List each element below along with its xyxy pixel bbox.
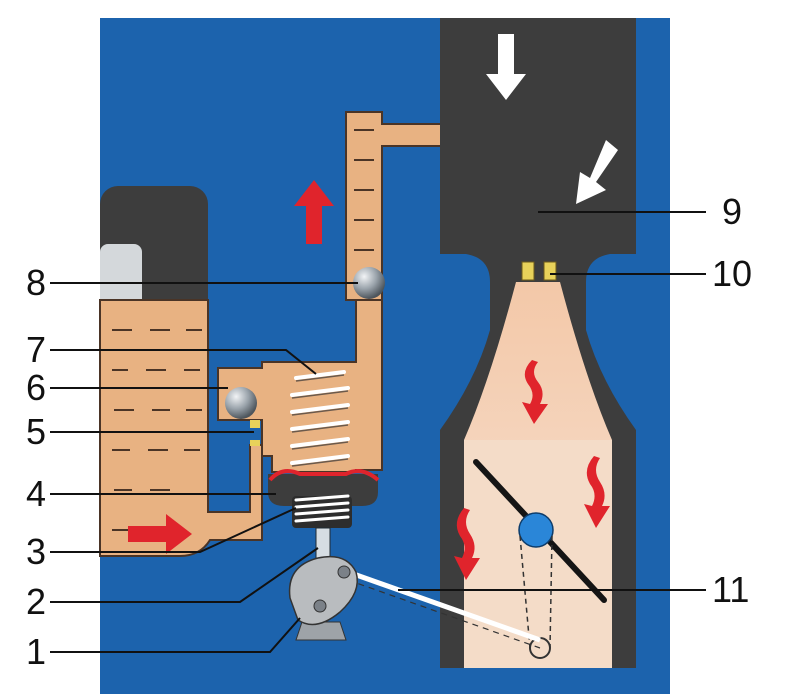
white-arrow-icon xyxy=(486,34,526,100)
callout-label-4: 4 xyxy=(26,473,46,514)
cam-mount xyxy=(295,621,347,641)
pump-spring-upper xyxy=(290,370,350,465)
float-chamber xyxy=(99,186,263,557)
callout-label-9: 9 xyxy=(722,191,742,232)
callout-label-3: 3 xyxy=(26,531,46,572)
drive-link-rod xyxy=(347,569,541,643)
pump-spring-lower xyxy=(294,494,350,523)
air-flow-arrows xyxy=(486,34,618,204)
throttle-lever xyxy=(519,535,553,649)
wavy-red-arrow-icon xyxy=(522,360,548,424)
fuel-level-marks xyxy=(112,329,202,531)
mixture-flow-arrows xyxy=(454,360,610,580)
callout-label-2: 2 xyxy=(26,581,46,622)
red-arrow-icon xyxy=(128,514,192,554)
leader-line-2 xyxy=(50,547,319,603)
callout-label-5: 5 xyxy=(26,411,46,452)
callout-label-7: 7 xyxy=(26,329,46,370)
leader-line-3 xyxy=(50,507,297,553)
pump-body xyxy=(217,299,383,559)
leader-line-7 xyxy=(50,349,317,375)
inlet-valve-seat xyxy=(250,420,260,428)
throttle-shaft xyxy=(518,512,554,548)
pump-drive xyxy=(288,555,541,649)
outlet-check-ball xyxy=(353,267,385,299)
drive-link-rod-edge xyxy=(347,579,541,649)
pump-pushrod xyxy=(315,527,331,559)
leader-line-1 xyxy=(50,617,301,653)
cam-link-pin xyxy=(337,565,351,579)
callout-labels: 1 2 3 4 5 6 7 8 9 10 11 xyxy=(26,191,752,672)
white-arrow-icon xyxy=(576,140,618,204)
cam-pivot xyxy=(313,599,327,613)
callout-label-1: 1 xyxy=(26,631,46,672)
wavy-red-arrow-icon xyxy=(454,508,480,580)
pump-diaphragm xyxy=(268,469,380,482)
inlet-valve-seat-lower xyxy=(250,440,260,446)
callout-leaders xyxy=(50,211,706,653)
pump-spring-upper-shadow xyxy=(291,374,349,467)
callout-label-10: 10 xyxy=(712,253,752,294)
fuel-flow-arrows xyxy=(128,180,334,554)
red-arrow-icon xyxy=(294,180,334,244)
callout-label-8: 8 xyxy=(26,262,46,303)
wavy-red-arrow-icon xyxy=(584,456,610,528)
accelerator-jet xyxy=(521,261,557,281)
callout-label-11: 11 xyxy=(712,569,749,610)
inlet-check-ball xyxy=(225,387,257,419)
float-chamber-fuel xyxy=(99,299,263,557)
callout-label-6: 6 xyxy=(26,367,46,408)
